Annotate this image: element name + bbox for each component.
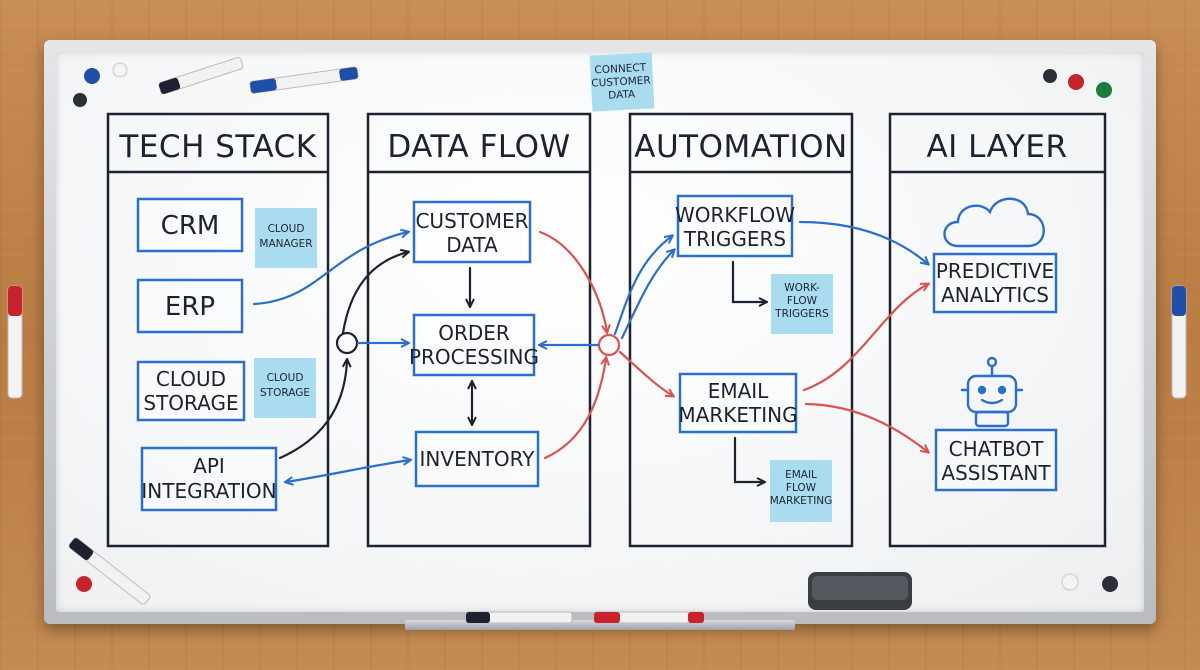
- box-inventory-frame: [414, 430, 540, 488]
- arrow-email-to-chatbot: [804, 402, 928, 452]
- arrow-junction-to-email-marketing: [618, 350, 673, 396]
- box-erp: ERP: [165, 292, 215, 322]
- junction-node-right: [597, 333, 621, 357]
- arrow-junction-to-workflow-triggers-2: [620, 250, 674, 340]
- marker-black-tray: [465, 611, 573, 624]
- column-panel-ai-layer: [888, 112, 1107, 548]
- arrow-email-to-predictive: [802, 284, 928, 392]
- marker-black-top: [158, 56, 244, 95]
- column-panel-automation: [628, 112, 854, 548]
- box-chatbot-assistant-frame: [934, 428, 1058, 492]
- marker-red-left: [7, 285, 23, 399]
- junction-node-left: [335, 331, 359, 355]
- arrow-api-inventory: [286, 460, 410, 482]
- column-panel-data-flow: [366, 112, 592, 548]
- column-panel-tech-stack: [106, 112, 330, 548]
- magnets: [73, 62, 1118, 592]
- arrow-inventory-to-junction: [543, 358, 606, 460]
- arrow-junction-to-customer-data: [341, 252, 408, 335]
- box-order-processing-frame: [412, 313, 536, 377]
- marker-blue-right: [1171, 285, 1187, 399]
- box-inventory: INVENTORY: [420, 447, 536, 471]
- arrow-workflow-to-predictive: [798, 220, 928, 264]
- svg-text:CONNECTCUSTOMERDATA: CONNECTCUSTOMERDATA: [590, 62, 651, 103]
- box-erp-frame: [136, 278, 244, 334]
- marker-tray: [405, 620, 795, 630]
- box-crm: CRM: [161, 211, 220, 241]
- box-crm-frame: [136, 197, 244, 253]
- cloud-icon: [943, 197, 1045, 248]
- box-workflow-triggers-frame: [676, 194, 794, 258]
- arrow-customer-data-to-junction: [538, 230, 607, 332]
- arrow-email-to-note: [733, 436, 764, 482]
- arrow-erp-to-customer-data: [252, 232, 408, 306]
- box-customer-data-frame: [412, 200, 532, 264]
- arrow-workflow-to-note: [731, 260, 766, 302]
- marker-red-tray: [593, 611, 705, 624]
- marker-black-bottom: [68, 537, 151, 605]
- marker-blue-top: [249, 66, 359, 94]
- sticky-note-connect-customer-data: CONNECTCUSTOMERDATA: [589, 52, 655, 112]
- box-cloud-storage-frame: [136, 360, 246, 422]
- column-title-automation: AUTOMATION: [634, 129, 847, 165]
- box-api-integration-frame: [140, 446, 278, 512]
- column-title-tech-stack: TECH STACK: [118, 129, 316, 165]
- arrow-api-to-junction: [278, 360, 347, 460]
- box-predictive-analytics-frame: [932, 252, 1058, 314]
- arrow-junction-to-workflow-triggers: [613, 236, 672, 336]
- column-title-ai-layer: AI LAYER: [926, 129, 1067, 165]
- box-email-marketing-frame: [678, 372, 798, 434]
- eraser: [808, 572, 912, 610]
- column-title-data-flow: DATA FLOW: [387, 129, 570, 165]
- robot-icon: [960, 356, 1024, 428]
